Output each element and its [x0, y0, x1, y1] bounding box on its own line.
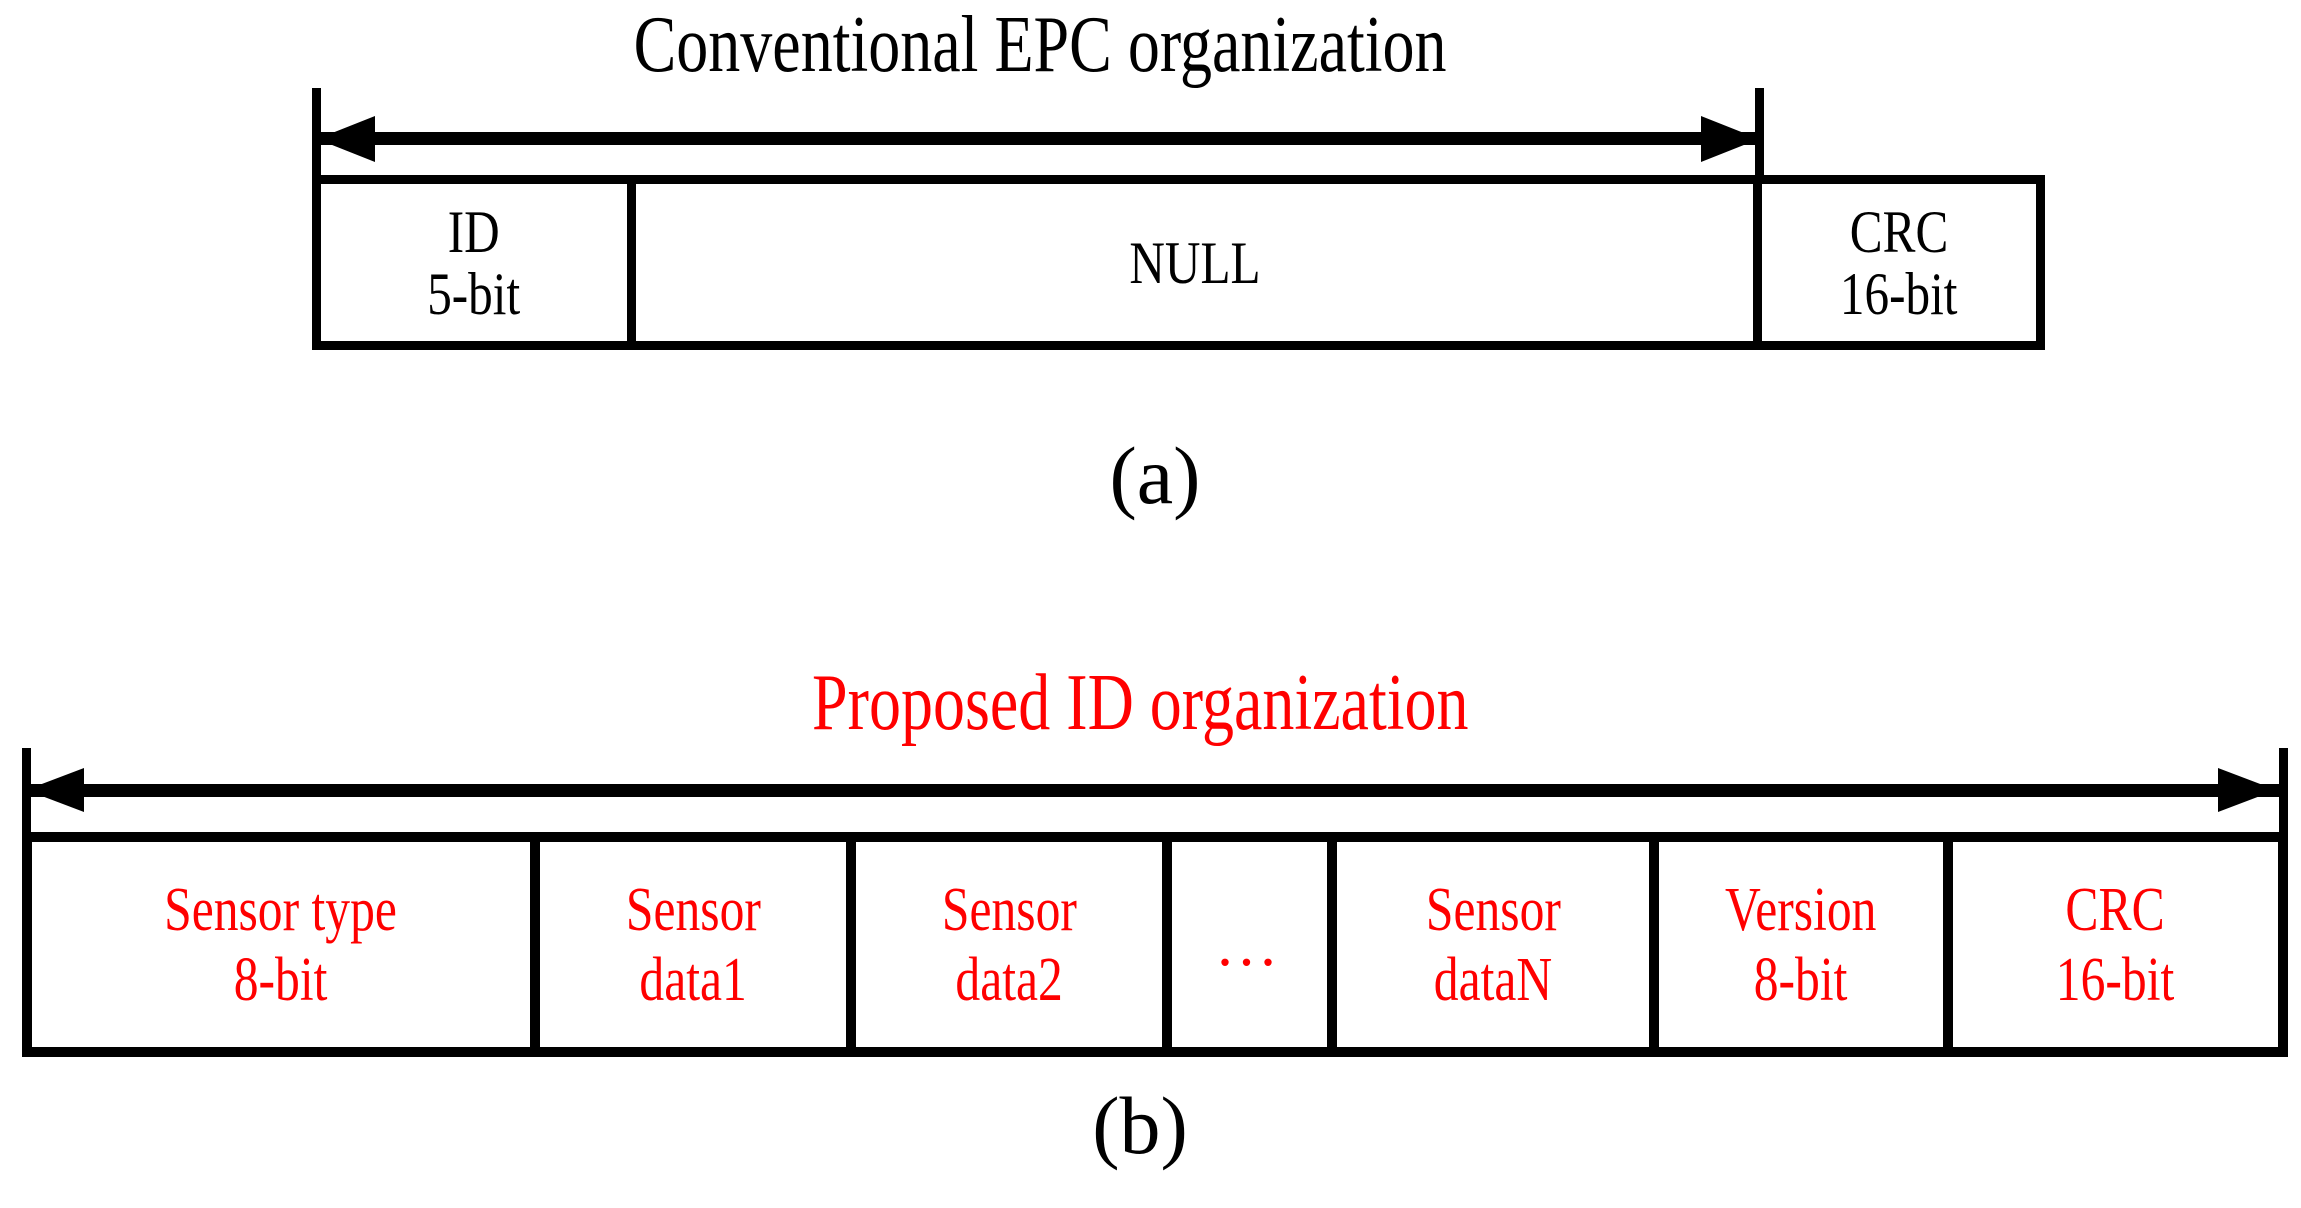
panel-a-arrow-tick-right — [1755, 88, 1764, 200]
panel-b-field-3-name: ... — [1217, 910, 1282, 979]
panel-a-caption: (a) — [1109, 430, 1201, 521]
panel-b-arrow-tick-right — [2279, 748, 2288, 840]
panel-a-field-crc-name: CRC — [1849, 198, 1949, 265]
panel-b-field-sensor-type: Sensor type 8-bit — [32, 842, 540, 1047]
panel-b-field-6-size: 16-bit — [2056, 945, 2175, 1014]
panel-b-field-1-size: data1 — [639, 945, 747, 1014]
panel-b-title-text: Proposed ID organization — [811, 659, 1469, 747]
panel-b-field-2-size: data2 — [955, 945, 1063, 1014]
panel-b-field-sensor-data1: Sensor data1 — [540, 842, 856, 1047]
panel-b-field-6-name: CRC — [2065, 875, 2166, 944]
panel-b-field-5-size: 8-bit — [1754, 945, 1848, 1014]
panel-b-field-4-name: Sensor — [1425, 875, 1561, 944]
panel-a-arrow-head-left-icon — [317, 116, 375, 162]
panel-a-field-null-name: NULL — [1128, 229, 1261, 296]
panel-b-field-sensor-dataN: Sensor dataN — [1337, 842, 1659, 1047]
panel-a-arrow-line — [321, 132, 1755, 145]
panel-a-frame: ID 5-bit NULL CRC 16-bit — [312, 175, 2045, 350]
panel-b-field-4-size: dataN — [1433, 945, 1553, 1014]
panel-b-field-ellipsis: ... — [1172, 842, 1337, 1047]
panel-b-field-2-name: Sensor — [941, 875, 1077, 944]
panel-a-arrow-head-right-icon — [1701, 116, 1759, 162]
panel-b-field-version: Version 8-bit — [1659, 842, 1953, 1047]
panel-a-field-null: NULL — [636, 184, 1762, 341]
panel-b-field-1-name: Sensor — [625, 875, 761, 944]
panel-b-field-5-name: Version — [1725, 875, 1877, 944]
panel-b-caption: (b) — [1092, 1080, 1188, 1171]
panel-b-arrow-line — [29, 784, 2281, 797]
panel-b-frame: Sensor type 8-bit Sensor data1 Sensor da… — [22, 832, 2288, 1057]
panel-a-field-crc: CRC 16-bit — [1762, 184, 2036, 341]
panel-a-title-text: Conventional EPC organization — [633, 1, 1447, 89]
panel-a-field-id: ID 5-bit — [321, 184, 636, 341]
panel-b-title: Proposed ID organization — [440, 660, 1840, 746]
panel-a-arrow-tick-left — [312, 88, 321, 200]
panel-b-field-0-size: 8-bit — [234, 945, 328, 1014]
panel-b-field-crc: CRC 16-bit — [1953, 842, 2278, 1047]
panel-a-field-crc-size: 16-bit — [1840, 260, 1958, 327]
panel-b-field-0-name: Sensor type — [164, 875, 398, 944]
panel-a-measure-arrow — [312, 88, 1764, 200]
panel-b-field-sensor-data2: Sensor data2 — [856, 842, 1172, 1047]
panel-b-measure-arrow — [22, 748, 2288, 840]
panel-b-arrow-head-left-icon — [26, 768, 84, 812]
panel-a-field-id-name: ID — [448, 198, 500, 265]
panel-b-arrow-head-right-icon — [2218, 768, 2276, 812]
panel-a-field-id-size: 5-bit — [427, 260, 521, 327]
panel-a-title: Conventional EPC organization — [340, 2, 1740, 88]
